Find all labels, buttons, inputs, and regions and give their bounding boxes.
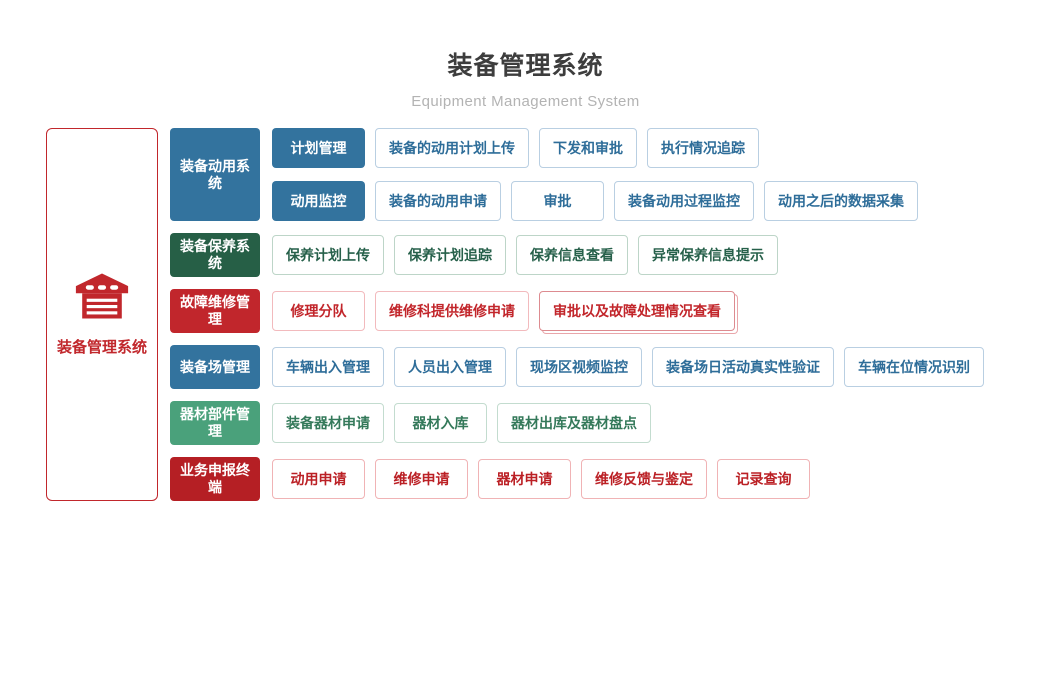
feature-box: 维修申请 — [375, 459, 468, 499]
warehouse-icon — [75, 272, 129, 325]
feature-box: 保养计划追踪 — [394, 235, 506, 275]
feature-box: 审批以及故障处理情况查看 — [539, 291, 735, 331]
section-header-business-declaration-terminal: 业务申报终端 — [170, 457, 260, 501]
feature-box: 装备场日活动真实性验证 — [652, 347, 834, 387]
feature-box: 动用之后的数据采集 — [764, 181, 918, 221]
feature-box: 车辆出入管理 — [272, 347, 384, 387]
row-mobilization-monitoring: 动用监控装备的动用申请审批装备动用过程监控动用之后的数据采集 — [272, 181, 918, 221]
feature-box: 下发和审批 — [539, 128, 637, 168]
equipment-management-diagram: 装备管理系统 Equipment Management System 装备管理系… — [0, 46, 1051, 501]
diagram: 装备管理系统 装备动用系统计划管理装备的动用计划上传下发和审批执行情况追踪动用监… — [46, 128, 984, 501]
feature-box: 维修反馈与鉴定 — [581, 459, 707, 499]
section-header-equipment-yard-management: 装备场管理 — [170, 345, 260, 389]
feature-box: 装备动用过程监控 — [614, 181, 754, 221]
row-maintenance-items: 保养计划上传保养计划追踪保养信息查看异常保养信息提示 — [272, 235, 778, 275]
section-rows: 修理分队维修科提供维修申请审批以及故障处理情况查看 — [272, 291, 735, 331]
row-repair-items: 修理分队维修科提供维修申请审批以及故障处理情况查看 — [272, 291, 735, 331]
feature-box: 器材出库及器材盘点 — [497, 403, 651, 443]
section-rows: 车辆出入管理人员出入管理现场区视频监控装备场日活动真实性验证车辆在位情况识别 — [272, 347, 984, 387]
section-materials-parts-management: 器材部件管理装备器材申请器材入库器材出库及器材盘点 — [170, 401, 984, 445]
feature-box: 器材申请 — [478, 459, 571, 499]
page-title: 装备管理系统 — [447, 52, 604, 80]
section-equipment-yard-management: 装备场管理车辆出入管理人员出入管理现场区视频监控装备场日活动真实性验证车辆在位情… — [170, 345, 984, 389]
feature-box: 异常保养信息提示 — [638, 235, 778, 275]
section-header-equipment-maintenance-system: 装备保养系统 — [170, 233, 260, 277]
feature-box: 人员出入管理 — [394, 347, 506, 387]
section-rows: 动用申请维修申请器材申请维修反馈与鉴定记录查询 — [272, 459, 810, 499]
section-rows: 计划管理装备的动用计划上传下发和审批执行情况追踪动用监控装备的动用申请审批装备动… — [272, 128, 918, 221]
feature-box: 修理分队 — [272, 291, 365, 331]
feature-box: 记录查询 — [717, 459, 810, 499]
root-system-label: 装备管理系统 — [56, 339, 147, 356]
feature-box: 装备器材申请 — [272, 403, 384, 443]
feature-box: 装备的动用计划上传 — [375, 128, 529, 168]
feature-box: 执行情况追踪 — [647, 128, 759, 168]
section-rows: 保养计划上传保养计划追踪保养信息查看异常保养信息提示 — [272, 235, 778, 275]
row-declaration-items: 动用申请维修申请器材申请维修反馈与鉴定记录查询 — [272, 459, 810, 499]
feature-box: 车辆在位情况识别 — [844, 347, 984, 387]
feature-box: 保养计划上传 — [272, 235, 384, 275]
feature-box: 保养信息查看 — [516, 235, 628, 275]
feature-box: 动用申请 — [272, 459, 365, 499]
page-header: 装备管理系统 Equipment Management System — [0, 46, 1051, 110]
section-fault-repair-management: 故障维修管理修理分队维修科提供维修申请审批以及故障处理情况查看 — [170, 289, 984, 333]
row-yard-items: 车辆出入管理人员出入管理现场区视频监控装备场日活动真实性验证车辆在位情况识别 — [272, 347, 984, 387]
row-materials-items: 装备器材申请器材入库器材出库及器材盘点 — [272, 403, 651, 443]
section-header-fault-repair-management: 故障维修管理 — [170, 289, 260, 333]
page-subtitle: Equipment Management System — [411, 93, 640, 110]
section-header-equipment-mobilization-system: 装备动用系统 — [170, 128, 260, 221]
feature-box: 审批 — [511, 181, 604, 221]
root-system-box: 装备管理系统 — [46, 128, 158, 501]
row-plan-management: 计划管理装备的动用计划上传下发和审批执行情况追踪 — [272, 128, 918, 168]
feature-box: 维修科提供维修申请 — [375, 291, 529, 331]
subsection-header-mobilization-monitoring: 动用监控 — [272, 181, 365, 221]
feature-box: 器材入库 — [394, 403, 487, 443]
subsection-header-plan-management: 计划管理 — [272, 128, 365, 168]
section-business-declaration-terminal: 业务申报终端动用申请维修申请器材申请维修反馈与鉴定记录查询 — [170, 457, 984, 501]
feature-box: 现场区视频监控 — [516, 347, 642, 387]
section-equipment-maintenance-system: 装备保养系统保养计划上传保养计划追踪保养信息查看异常保养信息提示 — [170, 233, 984, 277]
feature-box: 装备的动用申请 — [375, 181, 501, 221]
section-header-materials-parts-management: 器材部件管理 — [170, 401, 260, 445]
section-rows: 装备器材申请器材入库器材出库及器材盘点 — [272, 403, 651, 443]
section-equipment-mobilization-system: 装备动用系统计划管理装备的动用计划上传下发和审批执行情况追踪动用监控装备的动用申… — [170, 128, 984, 221]
sections-column: 装备动用系统计划管理装备的动用计划上传下发和审批执行情况追踪动用监控装备的动用申… — [170, 128, 984, 501]
